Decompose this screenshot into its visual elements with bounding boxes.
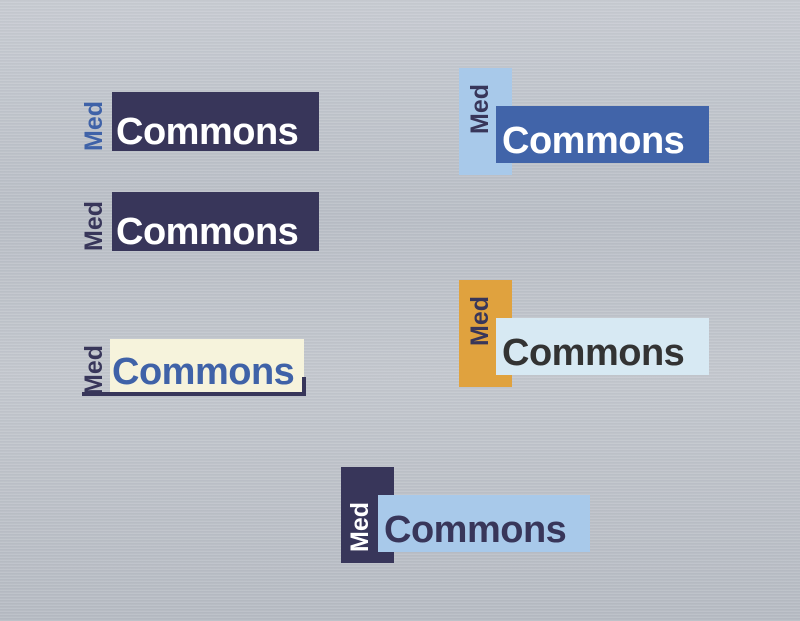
frame-right [302, 377, 306, 396]
med-label: Med [80, 101, 108, 151]
med-label: Med [466, 296, 494, 346]
medcommons-logo-3: Med Commons [80, 337, 310, 399]
medcommons-logo-2: Med Commons [80, 192, 320, 252]
med-label: Med [466, 84, 494, 134]
commons-bar [110, 339, 304, 392]
medcommons-logo-4: Med Commons [459, 68, 711, 176]
commons-label: Commons [116, 211, 299, 253]
commons-bar [112, 192, 319, 251]
medcommons-logo-1: Med Commons [80, 92, 320, 152]
commons-label: Commons [116, 111, 299, 153]
med-label: Med [80, 201, 108, 251]
commons-label: Commons [384, 509, 567, 551]
commons-bar [496, 106, 709, 163]
commons-label: Commons [112, 351, 295, 393]
frame-bottom [82, 392, 306, 396]
commons-bar [112, 92, 319, 151]
med-label: Med [346, 502, 374, 552]
commons-label: Commons [502, 120, 685, 162]
commons-bar [378, 495, 590, 552]
commons-bar [496, 318, 709, 375]
medcommons-logo-5: Med Commons [459, 280, 711, 388]
medcommons-logo-6: Med Commons [341, 467, 593, 564]
commons-label: Commons [502, 332, 685, 374]
med-label: Med [80, 345, 108, 395]
